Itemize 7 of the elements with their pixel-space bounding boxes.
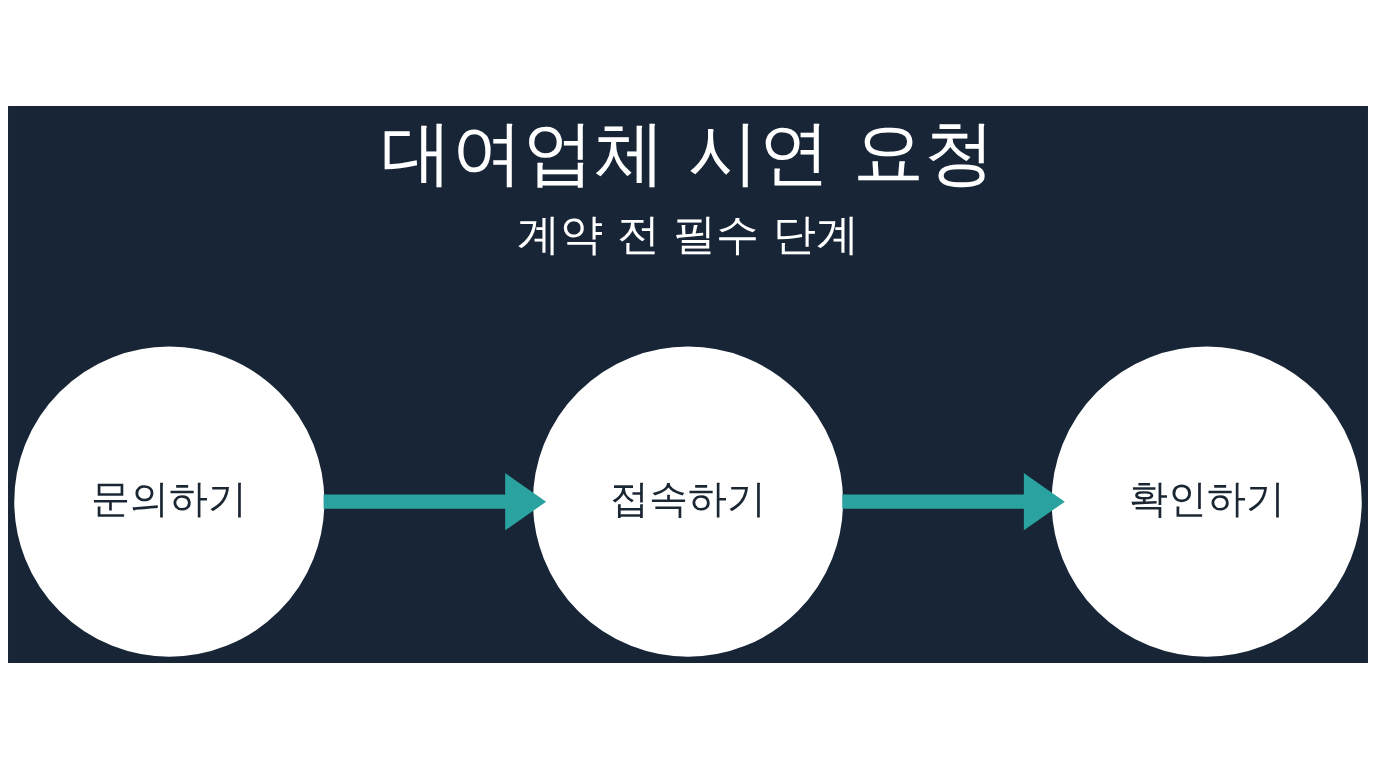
node-circle: 확인하기	[1051, 346, 1362, 657]
node-circle: 문의하기	[14, 346, 325, 657]
label: 계약 전 필수 단계	[517, 208, 859, 259]
node-circle: 접속하기	[532, 346, 844, 657]
diagram-title: 대여업체 시연 요청	[381, 110, 995, 194]
arrow	[323, 472, 547, 530]
arrow	[842, 472, 1065, 530]
